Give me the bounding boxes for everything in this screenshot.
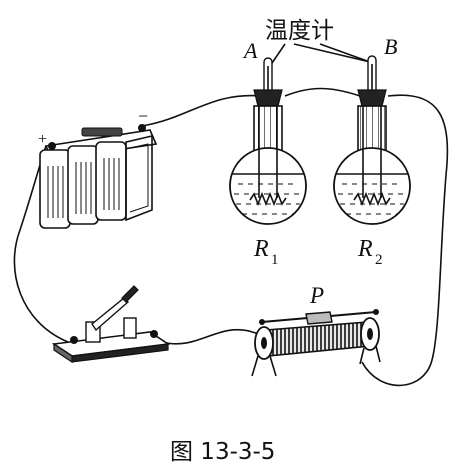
wires [13,87,449,387]
battery-cell [39,149,71,229]
rheostat [251,309,381,377]
wire-battery-to-flask-a [141,94,263,127]
stopper [357,89,387,107]
switch-blade [91,297,130,332]
flask-r2 [333,55,411,225]
thermometer-a-label: A [242,38,258,63]
battery-positive-sign: + [38,131,47,148]
resistor-r1-subscript: 1 [271,252,279,268]
wire-flask-a-to-flask-b [284,87,361,97]
resistor-r1-label: R [253,236,269,262]
knife-switch [51,285,171,364]
thermometer-b-label: B [384,34,397,59]
wire-flask-b-to-rheostat [361,94,449,387]
rheostat-coil [265,321,371,357]
wire-switch-to-battery [13,145,69,343]
stopper [253,89,283,107]
resistor-r2-subscript: 2 [375,252,383,268]
battery: + − [38,106,158,229]
resistor-r2-label: R [357,236,373,262]
figure-caption: 图 13-3-5 [170,439,275,465]
resistor-r1-wire [249,191,287,207]
thermometer-pointer-lines [269,43,371,67]
rheostat-slider-label: P [309,283,324,308]
wire-rheostat-to-switch [161,328,259,345]
flask-r1 [229,57,307,225]
rheostat-slider [305,311,333,325]
battery-cell [95,141,127,221]
battery-cell [67,145,99,225]
resistor-r2-wire [353,191,391,207]
thermometer-label: 温度计 [265,18,334,44]
switch-handle [121,285,139,303]
battery-negative-sign: − [138,106,148,126]
